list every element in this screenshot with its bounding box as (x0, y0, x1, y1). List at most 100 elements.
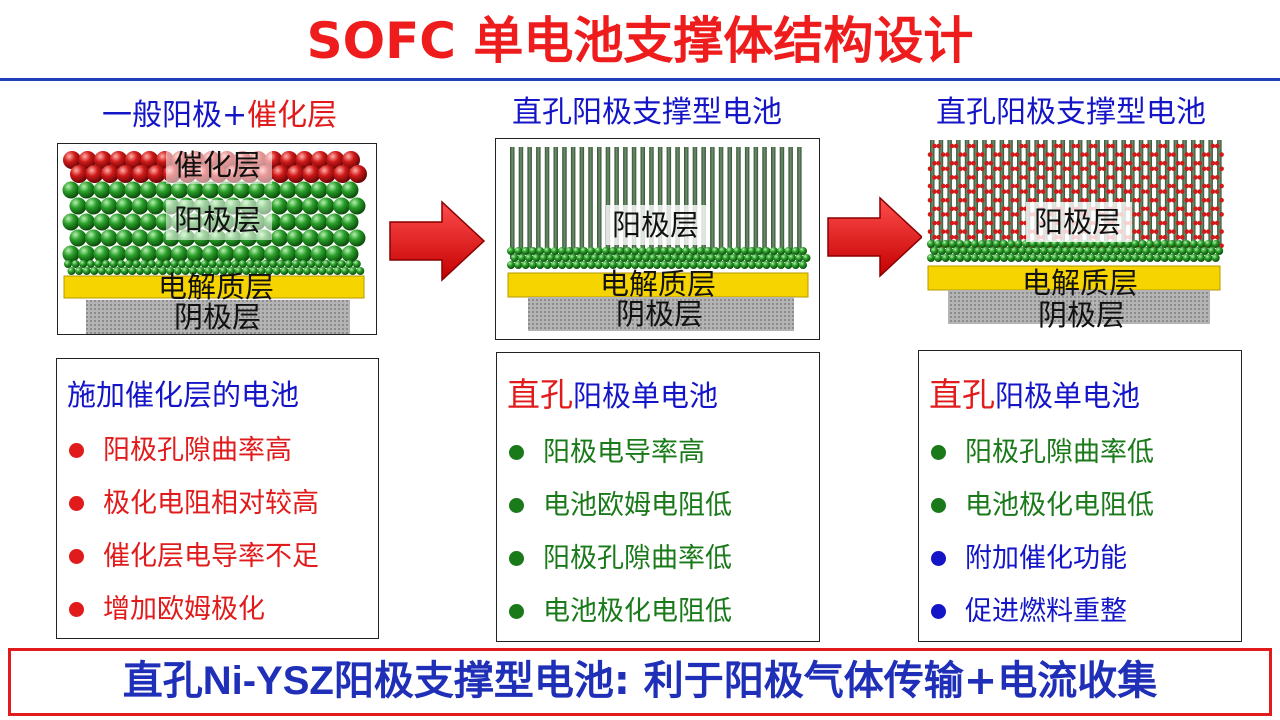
anode-functional-particle (1007, 254, 1016, 262)
catalyst-particle (1214, 206, 1220, 212)
anode-functional-particle (667, 247, 676, 255)
catalyst-particle (1027, 152, 1033, 157)
diagram-conventional-cell: 催化层 阳极层 电解质层 阴极层 (57, 143, 377, 335)
catalyst-particle (971, 234, 976, 240)
catalyst-particle (1132, 197, 1137, 203)
anode-functional-particle (276, 260, 285, 268)
anode-pore-column (718, 147, 724, 259)
catalyst-particle (940, 229, 946, 234)
anode-functional-particle (223, 260, 232, 268)
catalyst-particle (1193, 143, 1198, 149)
anode-functional-particle (656, 254, 665, 262)
catalyst-particle (958, 197, 963, 203)
catalyst-particle (979, 183, 985, 189)
catalyst-particle (1210, 220, 1216, 226)
anode-functional-particle (612, 254, 621, 262)
catalyst-particle (1197, 189, 1202, 194)
feature-box-conventional: 施加催化层的电池 阳极孔隙曲率高 极化电阻相对较高 催化层电导率不足 增加欧姆极… (56, 358, 379, 639)
anode-particle (116, 229, 133, 247)
anode-functional-particle (638, 261, 647, 269)
anode-functional-particle (1153, 254, 1162, 262)
catalyst-particle (962, 183, 968, 189)
anode-functional-particle (978, 254, 987, 262)
anode-functional-particle (113, 267, 122, 275)
anode-functional-particle (766, 254, 774, 262)
anode-functional-particle (510, 254, 519, 262)
anode-functional-particle (616, 247, 625, 255)
catalyst-particle (1001, 189, 1007, 194)
catalyst-particle (940, 166, 946, 172)
catalyst-particle (1045, 183, 1050, 189)
anode-layer-label: 阳极层 (174, 203, 262, 237)
anode-functional-particle (1149, 247, 1158, 255)
anode-functional-particle (310, 267, 319, 275)
catalyst-particle (1093, 160, 1098, 166)
anode-functional-particle (120, 267, 129, 275)
anode-functional-particle (558, 247, 567, 255)
catalyst-particle (1141, 189, 1146, 194)
anode-functional-particle (117, 260, 126, 268)
anode-functional-particle (937, 247, 946, 255)
anode-functional-particle (787, 254, 796, 262)
anode-functional-particle (711, 261, 720, 269)
catalyst-particle (1032, 197, 1037, 203)
catalyst-particle (979, 197, 985, 203)
catalyst-particle (1136, 183, 1142, 189)
anode-functional-particle (762, 261, 771, 269)
anode-functional-particle (558, 261, 567, 269)
catalyst-particle (936, 189, 941, 194)
catalyst-particle (1188, 197, 1194, 203)
anode-pore-column (597, 147, 602, 259)
catalyst-particle (1019, 189, 1024, 194)
catalyst-particle (1214, 175, 1220, 180)
catalyst-particle (962, 152, 968, 157)
anode-functional-particle (82, 267, 91, 275)
catalyst-particle (1114, 197, 1120, 203)
catalyst-particle (1214, 143, 1220, 149)
catalyst-particle (1149, 197, 1155, 203)
anode-functional-particle (1204, 240, 1213, 248)
anode-functional-particle (86, 260, 95, 268)
anode-particle (310, 245, 328, 263)
feature-box-straight-pore-catalyst: 直孔阳极单电池 阳极孔隙曲率低 电池极化电阻低 附加催化功能 促进燃料重整 (918, 350, 1242, 642)
catalyst-particle (1136, 197, 1142, 203)
anode-particle (109, 213, 126, 231)
anode-functional-particle (974, 247, 983, 255)
catalyst-particle (1158, 143, 1163, 149)
catalyst-particle (1145, 160, 1150, 166)
anode-pore-column (947, 140, 952, 252)
catalyst-particle (1197, 206, 1202, 212)
catalyst-particle (1006, 220, 1011, 226)
catalyst-particle (1080, 152, 1085, 157)
catalyst-particle (63, 151, 81, 169)
catalyst-particle (302, 165, 321, 183)
anode-functional-particle (1051, 240, 1060, 248)
catalyst-particle (936, 220, 941, 226)
catalyst-particle (993, 183, 998, 189)
catalyst-particle (1167, 166, 1172, 172)
anode-pore-column (623, 147, 628, 259)
anode-functional-particle (1113, 247, 1121, 255)
anode-pore-column (1008, 140, 1013, 252)
anode-pore-column (771, 147, 776, 259)
anode-pore-column (736, 147, 741, 259)
anode-functional-particle (978, 240, 987, 248)
anode-functional-particle (948, 254, 957, 262)
anode-functional-particle (663, 254, 672, 262)
anode-functional-particle (128, 267, 137, 275)
anode-functional-particle (227, 267, 236, 275)
catalyst-particle (125, 151, 143, 169)
anode-particle (333, 197, 350, 215)
catalyst-particle (1175, 160, 1181, 166)
anode-pore-column (536, 147, 541, 259)
catalyst-particle (1084, 166, 1089, 172)
column-2-header: 直孔阳极支撑型电池 (512, 95, 782, 130)
bullet-dot (931, 445, 946, 460)
catalyst-particle (962, 212, 968, 217)
anode-particle (295, 181, 312, 199)
anode-pore-column (779, 147, 785, 259)
anode-functional-particle (941, 240, 950, 248)
anode-functional-particle (791, 247, 800, 255)
anode-functional-particle (337, 260, 346, 268)
anode-functional-particle (963, 240, 972, 248)
